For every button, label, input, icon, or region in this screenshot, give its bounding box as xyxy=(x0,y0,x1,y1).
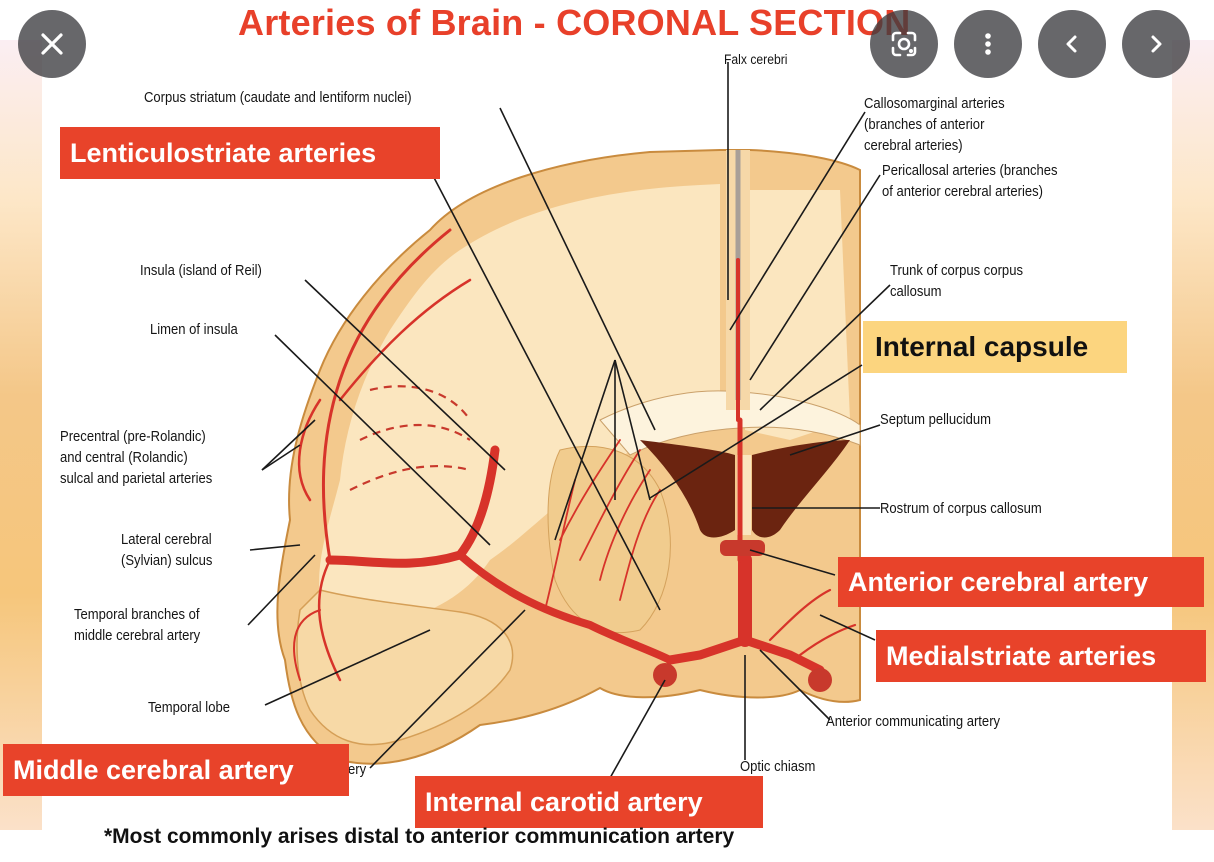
label-precentral-1: Precentral (pre-Rolandic) xyxy=(60,427,206,447)
label-callosomarginal-1: Callosomarginal arteries xyxy=(864,94,1005,114)
close-icon xyxy=(37,29,67,59)
label-temporal-lobe: Temporal lobe xyxy=(148,698,230,718)
more-options-button[interactable] xyxy=(954,10,1022,78)
label-callosomarginal-2: (branches of anterior xyxy=(864,115,984,135)
label-callosomarginal-3: cerebral arteries) xyxy=(864,136,963,156)
label-precentral-3: sulcal and parietal arteries xyxy=(60,469,212,489)
label-anterior-communicating: Anterior communicating artery xyxy=(826,712,1000,732)
highlight-internal-capsule: Internal capsule xyxy=(863,321,1127,373)
highlight-anterior-cerebral: Anterior cerebral artery xyxy=(838,557,1204,607)
label-optic-chiasm: Optic chiasm xyxy=(740,757,815,777)
next-button[interactable] xyxy=(1122,10,1190,78)
close-button[interactable] xyxy=(18,10,86,78)
label-falx-cerebri: Falx cerebri xyxy=(724,50,787,70)
label-trunk-1: Trunk of corpus corpus xyxy=(890,261,1023,281)
label-precentral-2: and central (Rolandic) xyxy=(60,448,188,468)
footnote: *Most commonly arises distal to anterior… xyxy=(104,825,734,849)
label-lateral-cerebral-2: (Sylvian) sulcus xyxy=(121,551,212,571)
label-temporal-branches-1: Temporal branches of xyxy=(74,605,199,625)
label-pericallosal-1: Pericallosal arteries (branches xyxy=(882,161,1058,181)
more-vert-icon xyxy=(973,29,1003,59)
label-septum-pellucidum: Septum pellucidum xyxy=(880,410,991,430)
highlight-medialstriate: Medialstriate arteries xyxy=(876,630,1206,682)
label-insula: Insula (island of Reil) xyxy=(140,261,262,281)
label-trunk-2: callosum xyxy=(890,282,941,302)
chevron-right-icon xyxy=(1141,29,1171,59)
diagram-title: Arteries of Brain - CORONAL SECTION xyxy=(238,2,910,44)
label-partial-artery: ery xyxy=(348,760,366,780)
highlight-internal-carotid: Internal carotid artery xyxy=(415,776,763,828)
chevron-left-icon xyxy=(1057,29,1087,59)
google-lens-button[interactable] xyxy=(870,10,938,78)
label-temporal-branches-2: middle cerebral artery xyxy=(74,626,200,646)
label-rostrum: Rostrum of corpus callosum xyxy=(880,499,1042,519)
google-lens-icon xyxy=(889,29,919,59)
label-lateral-cerebral-1: Lateral cerebral xyxy=(121,530,212,550)
previous-button[interactable] xyxy=(1038,10,1106,78)
label-corpus-striatum: Corpus striatum (caudate and lentiform n… xyxy=(144,88,412,108)
label-pericallosal-2: of anterior cerebral arteries) xyxy=(882,182,1043,202)
label-limen-of-insula: Limen of insula xyxy=(150,320,238,340)
highlight-lenticulostriate: Lenticulostriate arteries xyxy=(60,127,440,179)
highlight-middle-cerebral: Middle cerebral artery xyxy=(3,744,349,796)
